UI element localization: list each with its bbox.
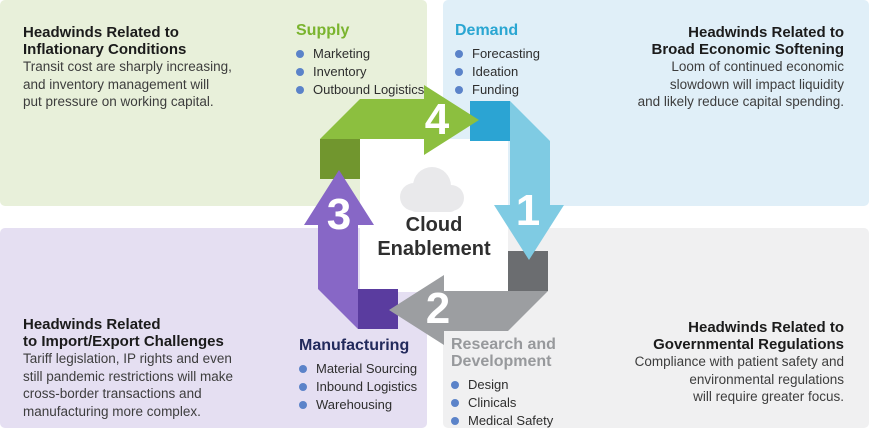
bullet-icon	[451, 380, 459, 389]
headwinds-title-line: Broad Economic Softening	[651, 41, 844, 58]
list-item-label: Material Sourcing	[316, 361, 418, 376]
list-item: Outbound Logistics	[296, 82, 424, 97]
headwinds-title-line: to Import/Export Challenges	[23, 333, 224, 350]
category-demand-list: Forecasting Ideation Funding	[455, 46, 540, 97]
list-item: Medical Safety	[451, 413, 556, 428]
bullet-icon	[299, 400, 307, 409]
list-item: Funding	[455, 82, 540, 97]
category-supply-title: Supply	[296, 22, 350, 39]
category-supply: Supply Marketing Inventory Outbound Logi…	[296, 22, 424, 100]
list-item: Inventory	[296, 64, 424, 79]
list-item-label: Marketing	[313, 46, 371, 61]
category-research-development: Research and Development Design Clinical…	[451, 336, 556, 428]
center-label-line: Enablement	[377, 238, 491, 260]
list-item-label: Funding	[472, 82, 519, 97]
bullet-icon	[455, 49, 463, 58]
headwinds-inflationary-block: Headwinds Related to Inflationary Condit…	[23, 24, 232, 111]
category-supply-list: Marketing Inventory Outbound Logistics	[296, 46, 424, 97]
bullet-icon	[451, 398, 459, 407]
headwinds-title-line: Headwinds Related	[23, 316, 161, 333]
list-item: Marketing	[296, 46, 424, 61]
cycle-center-panel	[360, 139, 508, 292]
category-research-development-title: Development	[451, 353, 552, 370]
list-item-label: Warehousing	[316, 397, 393, 412]
category-manufacturing-title: Manufacturing	[299, 337, 410, 354]
headwinds-title-line: Headwinds Related to	[23, 24, 179, 41]
bullet-icon	[299, 382, 307, 391]
headwinds-body-line: manufacturing more complex.	[23, 403, 201, 419]
step-number-3: 3	[326, 190, 352, 239]
headwinds-body-line: Tariff legislation, IP rights and even	[23, 351, 232, 366]
list-item-label: Design	[468, 377, 509, 392]
headwinds-body-line: cross-border transactions and	[23, 386, 202, 401]
headwinds-body-line: environmental regulations	[689, 371, 844, 387]
bullet-icon	[455, 67, 463, 76]
headwinds-body-line: Transit cost are sharply increasing,	[23, 59, 232, 74]
center-label-line: Cloud	[405, 214, 463, 236]
list-item-label: Ideation	[472, 64, 519, 79]
headwinds-title-line: Inflationary Conditions	[23, 41, 187, 58]
headwinds-title-line: Headwinds Related to	[688, 319, 844, 336]
headwinds-body-line: put pressure on working capital.	[23, 94, 214, 109]
arrow-step-2-research	[389, 275, 548, 345]
step-number-1: 1	[515, 186, 541, 235]
list-item: Ideation	[455, 64, 540, 79]
list-item: Warehousing	[299, 397, 417, 412]
bullet-icon	[296, 67, 304, 76]
category-demand: Demand Forecasting Ideation Funding	[455, 22, 540, 100]
category-manufacturing: Manufacturing Material Sourcing Inbound …	[299, 337, 417, 415]
category-research-development-list: Design Clinicals Medical Safety	[451, 377, 556, 428]
list-item-label: Medical Safety	[468, 413, 554, 428]
step-number-4: 4	[424, 95, 450, 144]
headwinds-import-export-block: Headwinds Related to Import/Export Chall…	[23, 316, 233, 420]
category-research-development-title: Research and	[451, 336, 556, 353]
headwinds-body-line: and inventory management will	[23, 76, 210, 92]
headwinds-body-line: will require greater focus.	[693, 389, 844, 404]
list-item: Clinicals	[451, 395, 556, 410]
headwinds-body-line: still pandemic restrictions will make	[23, 368, 234, 384]
list-item-label: Outbound Logistics	[313, 82, 425, 97]
headwinds-body-line: and likely reduce capital spending.	[637, 94, 844, 109]
bullet-icon	[455, 85, 463, 94]
bullet-icon	[296, 49, 304, 58]
headwinds-body-line: Loom of continued economic	[671, 59, 844, 74]
center-label: Cloud Enablement	[354, 213, 514, 261]
headwinds-body-line: Compliance with patient safety and	[634, 354, 844, 369]
list-item-label: Forecasting	[472, 46, 540, 61]
bullet-icon	[296, 85, 304, 94]
step-number-2: 2	[425, 284, 451, 333]
bullet-icon	[451, 416, 459, 425]
cycle-diagram	[304, 85, 564, 345]
list-item: Inbound Logistics	[299, 379, 417, 394]
headwinds-title-line: Governmental Regulations	[653, 336, 844, 353]
arrow-step-4-supply	[320, 85, 479, 155]
headwinds-governmental-block: Headwinds Related to Governmental Regula…	[635, 319, 844, 406]
category-demand-title: Demand	[455, 22, 519, 39]
list-item: Material Sourcing	[299, 361, 417, 376]
list-item-label: Inventory	[313, 64, 367, 79]
cloud-icon	[400, 167, 464, 212]
headwinds-body-line: slowdown will impact liquidity	[669, 76, 844, 92]
category-manufacturing-list: Material Sourcing Inbound Logistics Ware…	[299, 361, 417, 412]
headwinds-title-line: Headwinds Related to	[688, 24, 844, 41]
list-item-label: Inbound Logistics	[316, 379, 418, 394]
list-item-label: Clinicals	[468, 395, 517, 410]
headwinds-economic-block: Headwinds Related to Broad Economic Soft…	[638, 24, 844, 111]
bullet-icon	[299, 364, 307, 373]
list-item: Forecasting	[455, 46, 540, 61]
arrow-step-3-manufacturing	[304, 170, 374, 329]
list-item: Design	[451, 377, 556, 392]
arrow-step-1-demand	[494, 101, 564, 260]
